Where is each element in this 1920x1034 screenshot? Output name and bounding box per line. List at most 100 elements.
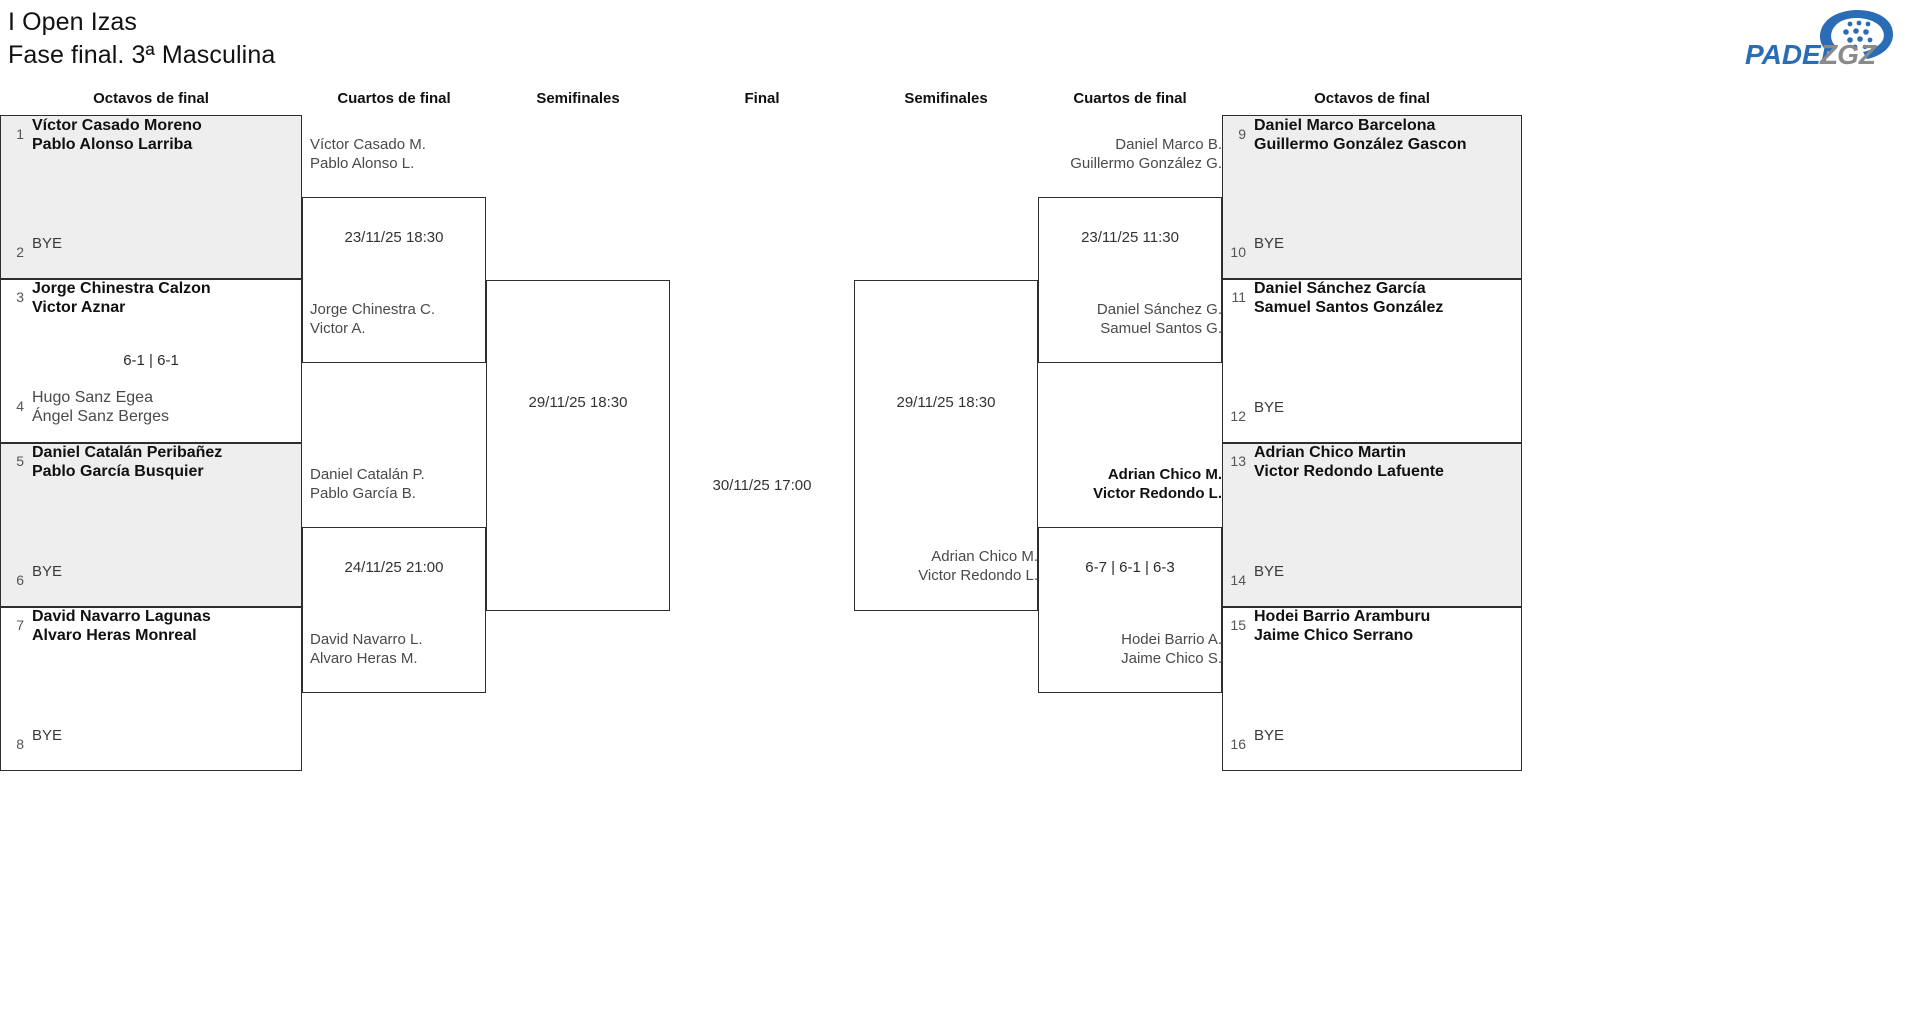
player-slot-left-r16-5[interactable]: 5 Daniel Catalán Peribañez Pablo García …: [4, 443, 300, 481]
tournament-name: I Open Izas: [8, 8, 137, 36]
match-date-right-sf: 29/11/25 18:30: [896, 394, 996, 411]
seed-number: 16: [1230, 736, 1246, 752]
player-names: BYE: [1254, 727, 1285, 744]
player-names: BYE: [32, 235, 63, 252]
seed-number: 4: [16, 398, 24, 414]
seed-number: 5: [16, 453, 24, 469]
player-slot-left-r16-2[interactable]: 2 BYE: [4, 234, 300, 262]
player-names: Hodei Barrio A. Jaime Chico S.: [1121, 631, 1222, 667]
round-header-left-r16: Octavos de final: [93, 90, 209, 107]
player-names: Víctor Casado M. Pablo Alonso L.: [310, 136, 426, 172]
tournament-phase: Fase final. 3ª Masculina: [8, 41, 276, 69]
seed-number: 2: [16, 244, 24, 260]
player-slot-left-r16-6[interactable]: 6 BYE: [4, 562, 300, 590]
player-slot-right-r16-3[interactable]: 11 Daniel Sánchez García Samuel Santos G…: [1226, 279, 1520, 317]
match-box-left-r16-4[interactable]: [0, 607, 302, 771]
seed-number: 12: [1230, 408, 1246, 424]
match-box-right-r16-4[interactable]: [1222, 607, 1522, 771]
player-names: Daniel Sánchez G. Samuel Santos G.: [1096, 301, 1222, 337]
player-slot-left-r16-4[interactable]: 4 Hugo Sanz Egea Ángel Sanz Berges: [4, 388, 300, 426]
player-slot-left-qf-2[interactable]: Jorge Chinestra C. Victor A.: [310, 300, 486, 338]
seed-number: 1: [16, 126, 24, 142]
player-slot-left-qf-4[interactable]: David Navarro L. Alvaro Heras M.: [310, 630, 486, 668]
seed-number: 13: [1230, 453, 1246, 469]
player-names: Víctor Casado Moreno Pablo Alonso Larrib…: [32, 117, 202, 153]
match-date-left-qf-2: 24/11/25 21:00: [344, 559, 444, 576]
player-names: Jorge Chinestra C. Victor A.: [310, 301, 436, 337]
racket-dots-icon: [1843, 20, 1873, 50]
player-names: Daniel Catalán P. Pablo García B.: [310, 466, 425, 502]
player-names: BYE: [32, 727, 63, 744]
match-box-left-r16-2[interactable]: [0, 279, 302, 443]
player-slot-right-r16-2[interactable]: 10 BYE: [1226, 234, 1520, 262]
player-names: David Navarro Lagunas Alvaro Heras Monre…: [32, 608, 211, 644]
player-slot-left-r16-7[interactable]: 7 David Navarro Lagunas Alvaro Heras Mon…: [4, 607, 300, 645]
seed-number: 9: [1238, 126, 1246, 142]
seed-number: 7: [16, 617, 24, 633]
player-names: Hodei Barrio Aramburu Jaime Chico Serran…: [1254, 608, 1431, 644]
racket-swoosh-icon: [1819, 10, 1894, 59]
match-box-right-r16-2[interactable]: [1222, 279, 1522, 443]
player-slot-right-qf-1[interactable]: Daniel Marco B. Guillermo González G.: [1046, 135, 1222, 173]
seed-number: 15: [1230, 617, 1246, 633]
player-names: Jorge Chinestra Calzon Victor Aznar: [32, 280, 211, 316]
player-slot-left-r16-8[interactable]: 8 BYE: [4, 726, 300, 754]
player-names: BYE: [1254, 399, 1285, 416]
player-slot-left-r16-1[interactable]: 1 Víctor Casado Moreno Pablo Alonso Larr…: [4, 116, 300, 154]
player-slot-right-r16-8[interactable]: 16 BYE: [1226, 726, 1520, 754]
player-names: Hugo Sanz Egea Ángel Sanz Berges: [32, 389, 169, 425]
player-names: Daniel Marco B. Guillermo González G.: [1070, 136, 1222, 172]
match-box-left-r16-3[interactable]: [0, 443, 302, 607]
player-slot-left-qf-3[interactable]: Daniel Catalán P. Pablo García B.: [310, 465, 486, 503]
player-slot-right-r16-5[interactable]: 13 Adrian Chico Martin Victor Redondo La…: [1226, 443, 1520, 481]
match-date-left-qf-1: 23/11/25 18:30: [344, 229, 444, 246]
player-names: BYE: [32, 563, 63, 580]
round-header-right-r16: Octavos de final: [1314, 90, 1430, 107]
match-score-left-r16-2: 6-1 | 6-1: [123, 352, 179, 369]
match-date-right-qf-1: 23/11/25 11:30: [1081, 229, 1179, 246]
player-names: Adrian Chico Martin Victor Redondo Lafue…: [1254, 444, 1444, 480]
match-box-right-r16-3[interactable]: [1222, 443, 1522, 607]
player-slot-right-qf-2[interactable]: Daniel Sánchez G. Samuel Santos G.: [1046, 300, 1222, 338]
player-names: Adrian Chico M. Victor Redondo L.: [1093, 466, 1222, 502]
player-names: BYE: [1254, 563, 1285, 580]
player-slot-right-qf-3[interactable]: Adrian Chico M. Victor Redondo L.: [1046, 465, 1222, 503]
match-box-right-r16-1[interactable]: [1222, 115, 1522, 279]
match-date-left-sf: 29/11/25 18:30: [528, 394, 628, 411]
player-slot-right-r16-4[interactable]: 12 BYE: [1226, 398, 1520, 426]
page-title: I Open Izas Fase final. 3ª Masculina: [8, 6, 275, 72]
match-box-left-r16-1[interactable]: [0, 115, 302, 279]
round-header-right-sf: Semifinales: [904, 90, 988, 107]
seed-number: 6: [16, 572, 24, 588]
player-names: Daniel Catalán Peribañez Pablo García Bu…: [32, 444, 223, 480]
player-slot-right-sf-1[interactable]: Adrian Chico M. Victor Redondo L.: [862, 547, 1038, 585]
match-box-right-qf-1[interactable]: [1038, 197, 1222, 363]
player-slot-left-qf-1[interactable]: Víctor Casado M. Pablo Alonso L.: [310, 135, 486, 173]
match-box-left-sf[interactable]: [486, 280, 670, 611]
player-slot-right-qf-4[interactable]: Hodei Barrio A. Jaime Chico S.: [1046, 630, 1222, 668]
match-score-right-qf-2: 6-7 | 6-1 | 6-3: [1085, 559, 1175, 576]
logo-zgz-text: ZGZ: [1819, 39, 1877, 70]
seed-number: 10: [1230, 244, 1246, 260]
seed-number: 14: [1230, 572, 1246, 588]
match-box-left-qf-1[interactable]: [302, 197, 486, 363]
player-names: Daniel Sánchez García Samuel Santos Gonz…: [1254, 280, 1444, 316]
seed-number: 11: [1231, 289, 1246, 305]
match-box-right-sf[interactable]: [854, 280, 1038, 611]
player-slot-right-r16-7[interactable]: 15 Hodei Barrio Aramburu Jaime Chico Ser…: [1226, 607, 1520, 645]
seed-number: 8: [16, 736, 24, 752]
round-header-left-sf: Semifinales: [536, 90, 620, 107]
player-slot-right-r16-6[interactable]: 14 BYE: [1226, 562, 1520, 590]
match-box-left-qf-2[interactable]: [302, 527, 486, 693]
player-names: David Navarro L. Alvaro Heras M.: [310, 631, 423, 667]
player-names: Daniel Marco Barcelona Guillermo Gonzále…: [1254, 117, 1467, 153]
player-names: BYE: [1254, 235, 1285, 252]
player-slot-left-r16-3[interactable]: 3 Jorge Chinestra Calzon Victor Aznar: [4, 279, 300, 317]
match-box-right-qf-2[interactable]: [1038, 527, 1222, 693]
match-date-final: 30/11/25 17:00: [712, 477, 812, 494]
seed-number: 3: [16, 289, 24, 305]
player-names: Adrian Chico M. Victor Redondo L.: [918, 548, 1038, 584]
padelzgz-logo: PADEL ZGZ: [1687, 4, 1902, 78]
player-slot-right-r16-1[interactable]: 9 Daniel Marco Barcelona Guillermo Gonzá…: [1226, 116, 1520, 154]
